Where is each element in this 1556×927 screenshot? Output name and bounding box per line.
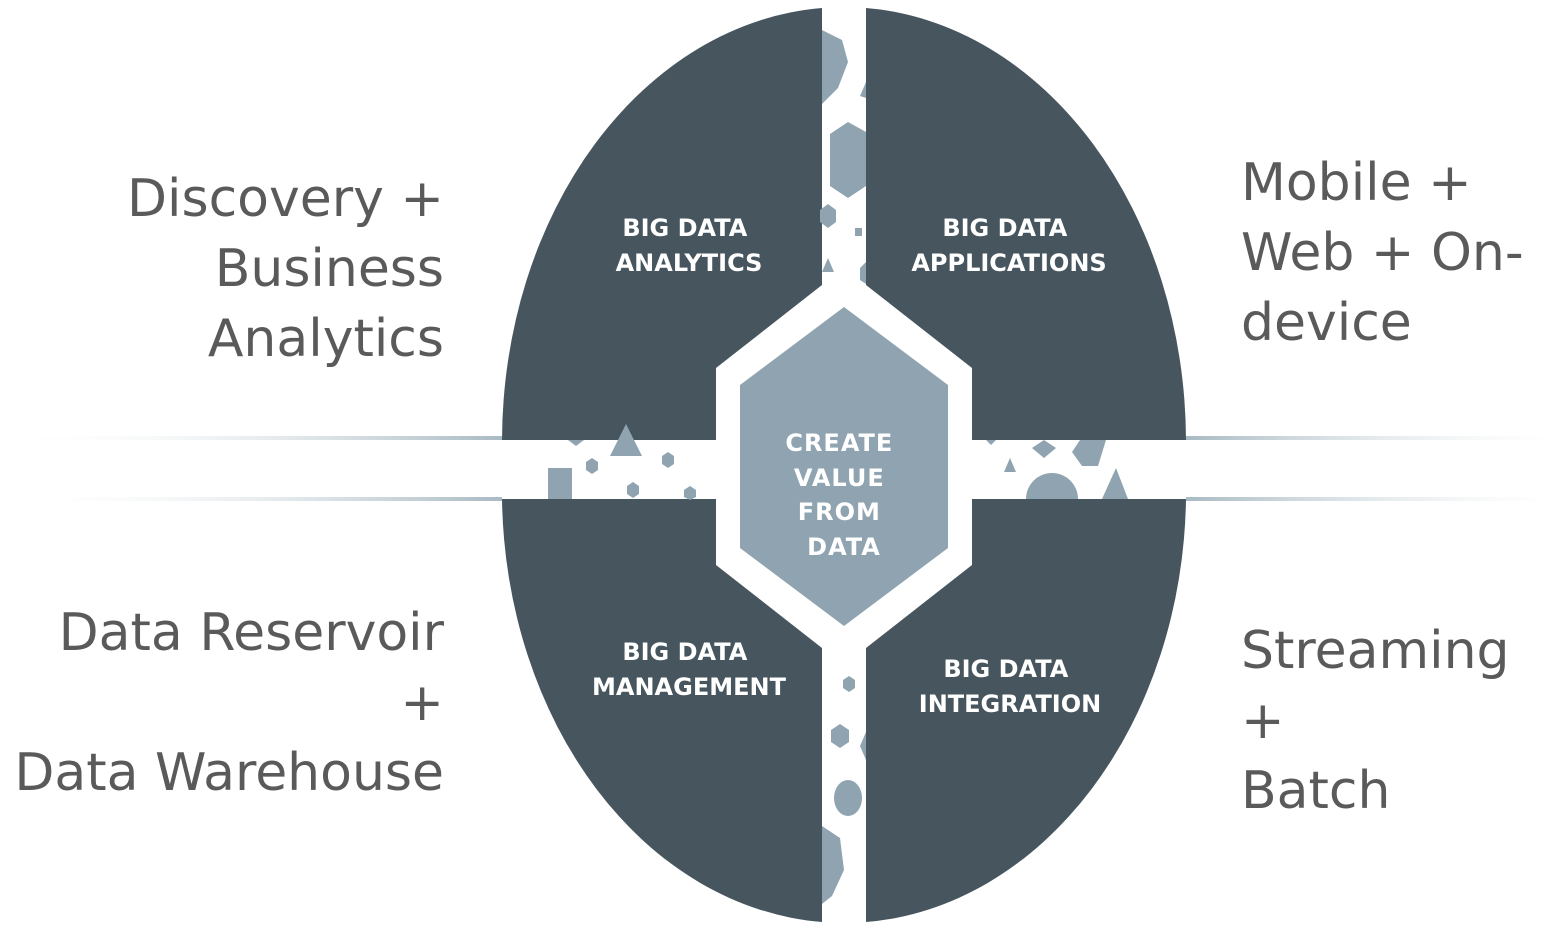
hexagon-shape — [860, 262, 866, 284]
side-label-bottom-right: Streaming + Batch — [1241, 621, 1510, 821]
center-text-line-3: FROM — [798, 498, 881, 526]
quadrant-title-bottom-right-line-2: INTEGRATION — [919, 690, 1101, 718]
quadrant-title-top-right-line-2: APPLICATIONS — [911, 249, 1106, 277]
center-text-line-4: DATA — [807, 533, 881, 561]
square-shape — [548, 468, 572, 499]
quadrant-title-top-right-line-1: BIG DATA — [942, 214, 1067, 242]
hexagon-shape — [1072, 440, 1106, 466]
hexagon-shape — [843, 676, 855, 692]
quadrant-title-top-left-line-2: ANALYTICS — [616, 249, 763, 277]
horizontal-guide-lines — [0, 436, 1556, 501]
quadrant-bottom-right — [866, 499, 1186, 922]
center-text-line-1: CREATE — [785, 429, 893, 457]
center-hexagon — [740, 307, 948, 626]
center-text: CREATE VALUE FROM DATA — [785, 429, 902, 561]
hexagon-shape — [820, 204, 836, 228]
guide-line-left-bottom — [0, 497, 502, 501]
quadrant-title-bottom-right: BIG DATA INTEGRATION — [919, 655, 1101, 718]
quadrant-top-right — [866, 8, 1186, 440]
circle-shape — [834, 780, 862, 816]
guide-line-right-top — [1186, 436, 1556, 440]
triangle-shape — [860, 82, 866, 98]
side-label-top-right: Mobile + Web + On- device — [1241, 153, 1524, 353]
hexagon-shape — [627, 482, 639, 498]
hexagon-shape — [822, 826, 844, 904]
hexagon-shape — [662, 452, 674, 468]
hexagon-shape — [860, 732, 866, 760]
triangle-shape — [568, 440, 584, 446]
hexagon-shape — [586, 458, 598, 474]
quadrant-title-bottom-left-line-2: MANAGEMENT — [592, 673, 787, 701]
hexagon-shape — [831, 724, 849, 748]
square-shape — [855, 228, 862, 236]
quadrant-title-bottom-left: BIG DATA MANAGEMENT — [592, 638, 787, 701]
decorative-shapes — [548, 30, 1128, 904]
side-label-top-left: Discovery + Business Analytics — [126, 169, 444, 369]
triangle-shape — [986, 440, 996, 445]
side-label-bottom-left: Data Reservoir + Data Warehouse — [14, 603, 444, 803]
quadrant-title-bottom-left-line-1: BIG DATA — [622, 638, 747, 666]
circle-shape — [1026, 473, 1078, 499]
quadrant-bottom-left — [502, 499, 822, 922]
triangle-shape — [610, 424, 642, 456]
quadrant-title-top-right: BIG DATA APPLICATIONS — [911, 214, 1106, 277]
triangle-shape — [1004, 458, 1016, 472]
center-text-line-2: VALUE — [794, 464, 885, 492]
quadrants — [502, 8, 1186, 922]
guide-line-right-bottom — [1186, 497, 1556, 501]
quadrant-title-top-left: BIG DATA ANALYTICS — [616, 214, 763, 277]
quadrant-title-bottom-right-line-1: BIG DATA — [943, 655, 1068, 683]
hexagon-shape — [830, 122, 866, 198]
triangle-shape — [1102, 468, 1128, 499]
triangle-shape — [822, 258, 834, 272]
hexagon-shape — [1032, 440, 1056, 458]
quadrant-top-left — [502, 8, 822, 440]
guide-line-left-top — [0, 436, 502, 440]
hexagon-shape — [684, 486, 696, 500]
hexagon-shape — [822, 30, 848, 104]
quadrant-title-top-left-line-1: BIG DATA — [622, 214, 747, 242]
